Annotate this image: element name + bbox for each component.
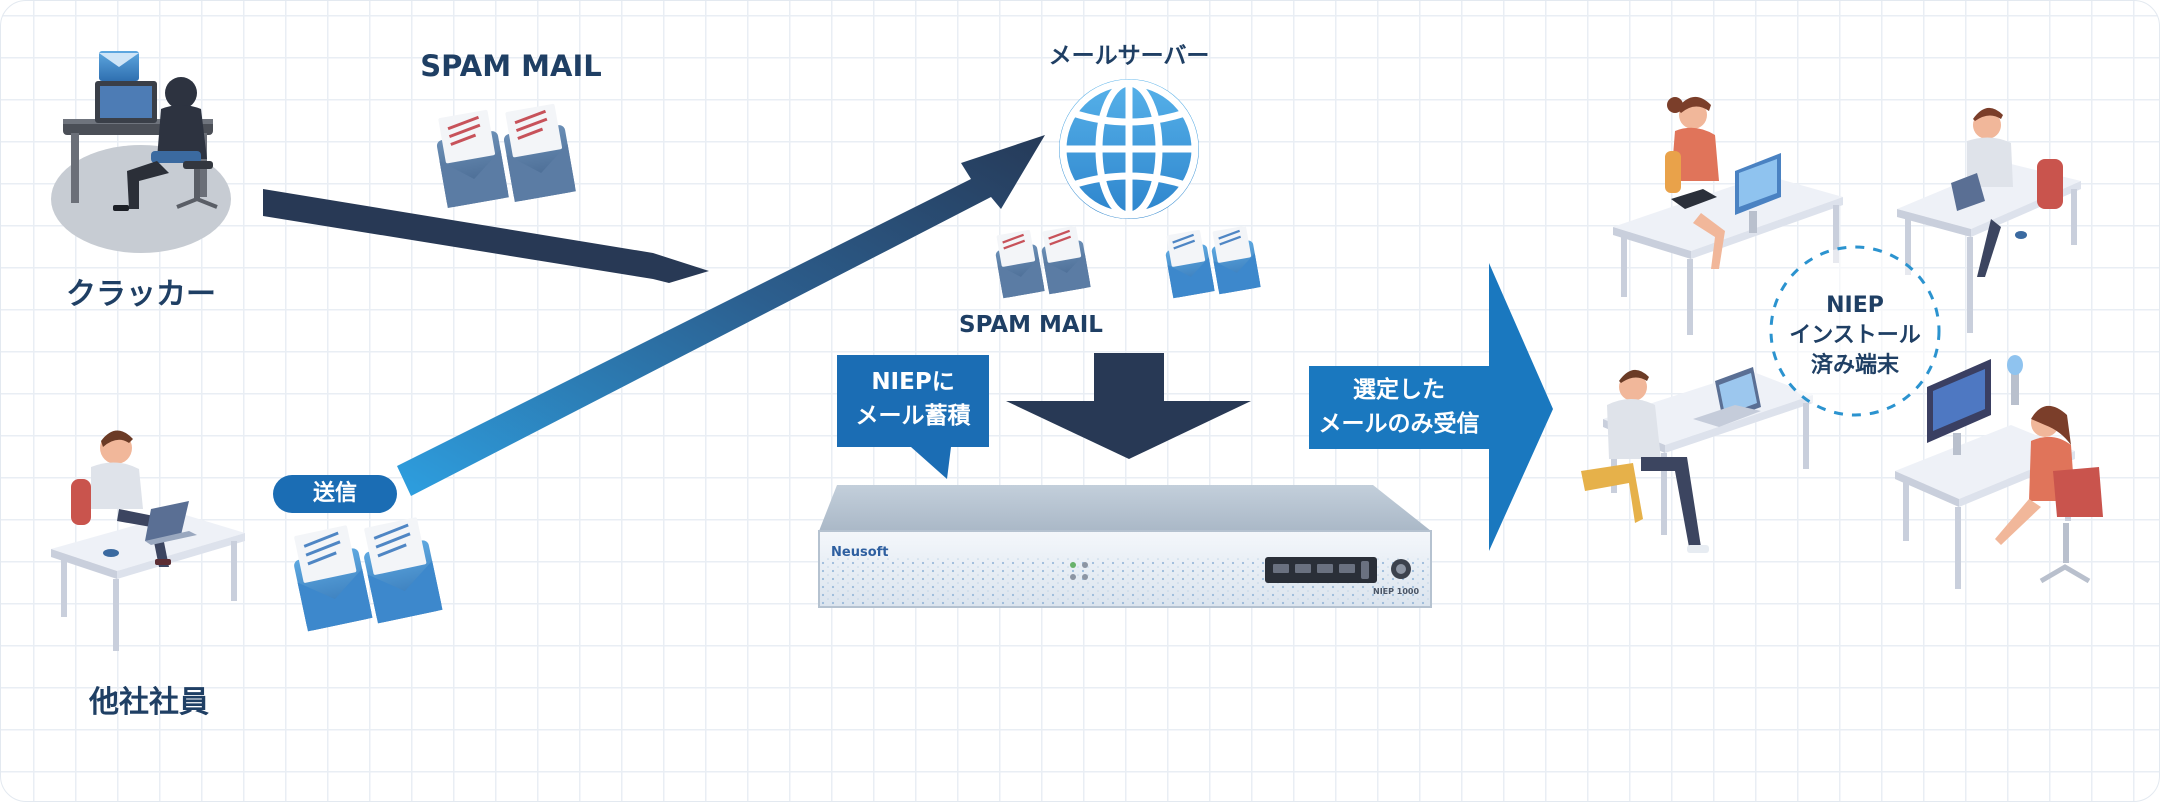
cracker-label: クラッカー bbox=[66, 277, 216, 312]
installed-terminals-illustration bbox=[1581, 96, 2103, 589]
installed-terminals-label: NIEP インストール 済み端末 bbox=[1771, 291, 1939, 381]
spam-mail-envelopes-top bbox=[436, 103, 576, 208]
other-employee-illustration bbox=[51, 430, 245, 651]
mail-envelopes-bottom-left bbox=[294, 517, 443, 632]
send-badge: 送信 bbox=[273, 475, 397, 513]
device-brand-logo: Neusoft bbox=[831, 545, 889, 560]
mail-server-label: メールサーバー bbox=[1048, 43, 1210, 69]
installed-terminals-line3: 済み端末 bbox=[1810, 353, 1899, 378]
niep-store-label-line2: メール蓄積 bbox=[855, 403, 971, 429]
cracker-illustration bbox=[51, 51, 231, 253]
niep-store-label-line1: NIEPに bbox=[871, 369, 955, 395]
device-model-label: NIEP 1000 bbox=[1373, 587, 1420, 596]
selected-mail-receive-line2: メールのみ受信 bbox=[1318, 411, 1480, 437]
selected-mail-arrow bbox=[1309, 263, 1553, 551]
mail-envelopes-server-right bbox=[1165, 225, 1261, 299]
spam-mail-middle-label: SPAM MAIL bbox=[959, 312, 1103, 338]
cracker-spam-arrow bbox=[263, 189, 709, 283]
niep-store-label: NIEPに メール蓄積 bbox=[837, 365, 989, 433]
installed-terminals-circle bbox=[1769, 245, 1941, 417]
spam-mail-envelopes-middle bbox=[995, 225, 1091, 299]
spam-mail-top-label: SPAM MAIL bbox=[420, 49, 602, 83]
server-to-niep-arrow bbox=[1006, 353, 1251, 459]
niep-store-callout-shape bbox=[837, 355, 989, 479]
globe-icon bbox=[1059, 79, 1199, 219]
selected-mail-receive-line1: 選定した bbox=[1353, 377, 1445, 403]
installed-terminals-line1: NIEP bbox=[1826, 293, 1884, 318]
niep-appliance bbox=[818, 485, 1432, 608]
installed-terminals-line2: インストール bbox=[1789, 323, 1921, 348]
other-employee-label: 他社社員 bbox=[89, 685, 209, 720]
send-arrow-to-server bbox=[397, 135, 1045, 496]
selected-mail-receive-label: 選定した メールのみ受信 bbox=[1309, 373, 1489, 441]
